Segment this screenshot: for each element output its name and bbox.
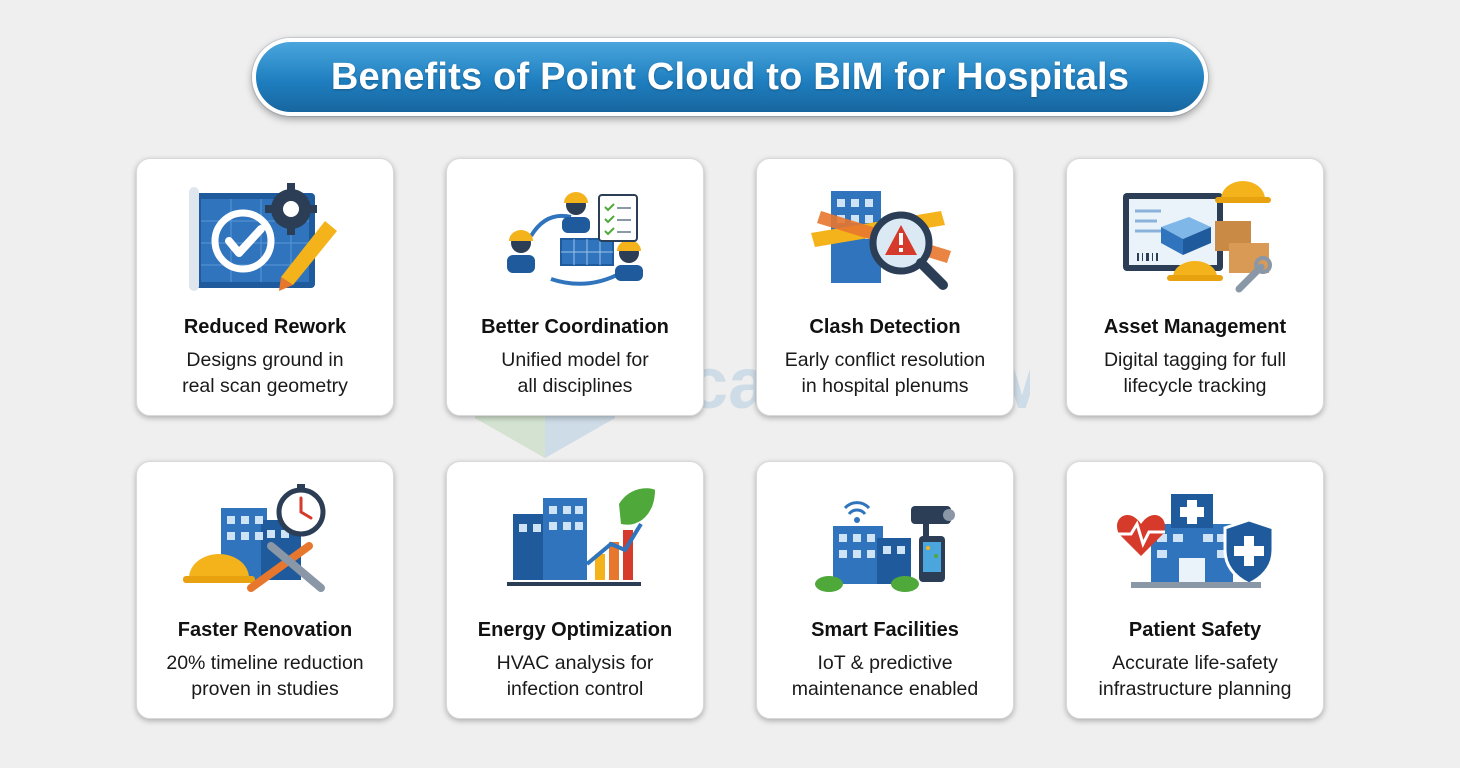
card-heading: Energy Optimization xyxy=(477,619,673,641)
asset-monitor-icon xyxy=(1111,181,1281,296)
renovation-stopwatch-icon xyxy=(181,484,351,599)
blueprint-gear-icon xyxy=(181,181,351,296)
clash-magnifier-icon xyxy=(801,181,971,296)
card-heading: Better Coordination xyxy=(481,316,669,338)
title-banner: Benefits of Point Cloud to BIM for Hospi… xyxy=(252,38,1208,116)
card-heading: Patient Safety xyxy=(1128,619,1262,641)
card-faster-renovation: Faster Renovation 20% timeline reduction… xyxy=(136,461,394,719)
team-coordination-icon xyxy=(491,181,661,296)
smart-building-icon xyxy=(801,484,971,599)
hospital-shield-icon xyxy=(1111,484,1281,599)
page-title: Benefits of Point Cloud to BIM for Hospi… xyxy=(330,55,1130,98)
card-heading: Faster Renovation xyxy=(177,619,353,641)
card-heading: Asset Management xyxy=(1103,316,1287,338)
card-clash-detection: Clash Detection Early conflict resolutio… xyxy=(756,158,1014,416)
card-heading: Smart Facilities xyxy=(811,619,959,641)
card-heading: Reduced Rework xyxy=(183,316,347,338)
energy-chart-icon xyxy=(491,484,661,599)
card-asset-management: Asset Management Digital tagging for ful… xyxy=(1066,158,1324,416)
card-heading: Clash Detection xyxy=(809,316,961,338)
